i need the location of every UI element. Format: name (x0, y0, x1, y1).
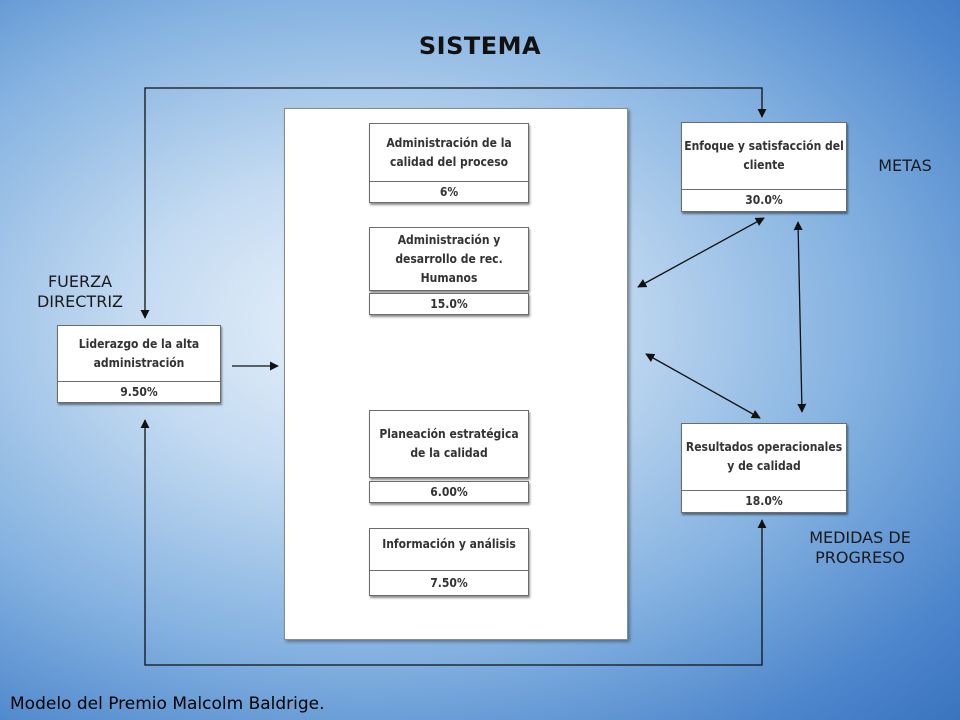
box-planeacion: Planeación estratégica de la calidad (369, 410, 529, 478)
box-cliente-text: Enfoque y satisfacción del cliente (684, 139, 844, 172)
box-rrhh-pct: 15.0% (369, 293, 529, 315)
box-liderazgo-pct: 9.50% (58, 381, 220, 402)
label-medidas-progreso: MEDIDAS DE PROGRESO (809, 528, 911, 567)
box-proceso-pct: 6% (370, 181, 528, 202)
box-rrhh-text: Administración y desarrollo de rec. Huma… (395, 232, 503, 285)
feedback-loop-top (140, 87, 767, 319)
box-planeacion-pct: 6.00% (369, 481, 529, 503)
box-rrhh: Administración y desarrollo de rec. Huma… (369, 227, 529, 291)
label-fuerza-directriz: FUERZA DIRECTRIZ (36, 272, 123, 311)
arrow-system-customer (637, 217, 765, 288)
caption: Modelo del Premio Malcolm Baldrige. (10, 694, 325, 714)
box-resultados-pct: 18.0% (682, 490, 846, 512)
box-cliente: Enfoque y satisfacción del cliente 30.0% (681, 122, 847, 212)
box-informacion-pct: 7.50% (370, 570, 528, 595)
box-cliente-pct: 30.0% (682, 189, 846, 211)
arrow-system-results (645, 353, 761, 419)
box-informacion-text: Información y análisis (382, 536, 516, 551)
arrow-customer-results (793, 221, 807, 413)
box-planeacion-text: Planeación estratégica de la calidad (379, 427, 519, 460)
feedback-loop-bottom (140, 419, 767, 666)
box-proceso-text: Administración de la calidad del proceso (386, 135, 512, 169)
box-proceso: Administración de la calidad del proceso… (369, 123, 529, 203)
box-informacion: Información y análisis 7.50% (369, 528, 529, 596)
label-metas: METAS (878, 156, 932, 175)
box-resultados: Resultados operacionales y de calidad 18… (681, 423, 847, 513)
box-resultados-text: Resultados operacionales y de calidad (685, 440, 843, 473)
box-liderazgo: Liderazgo de la alta administración 9.50… (57, 325, 221, 403)
diagram-title: SISTEMA (418, 32, 542, 60)
box-liderazgo-text: Liderazgo de la alta administración (78, 336, 200, 370)
